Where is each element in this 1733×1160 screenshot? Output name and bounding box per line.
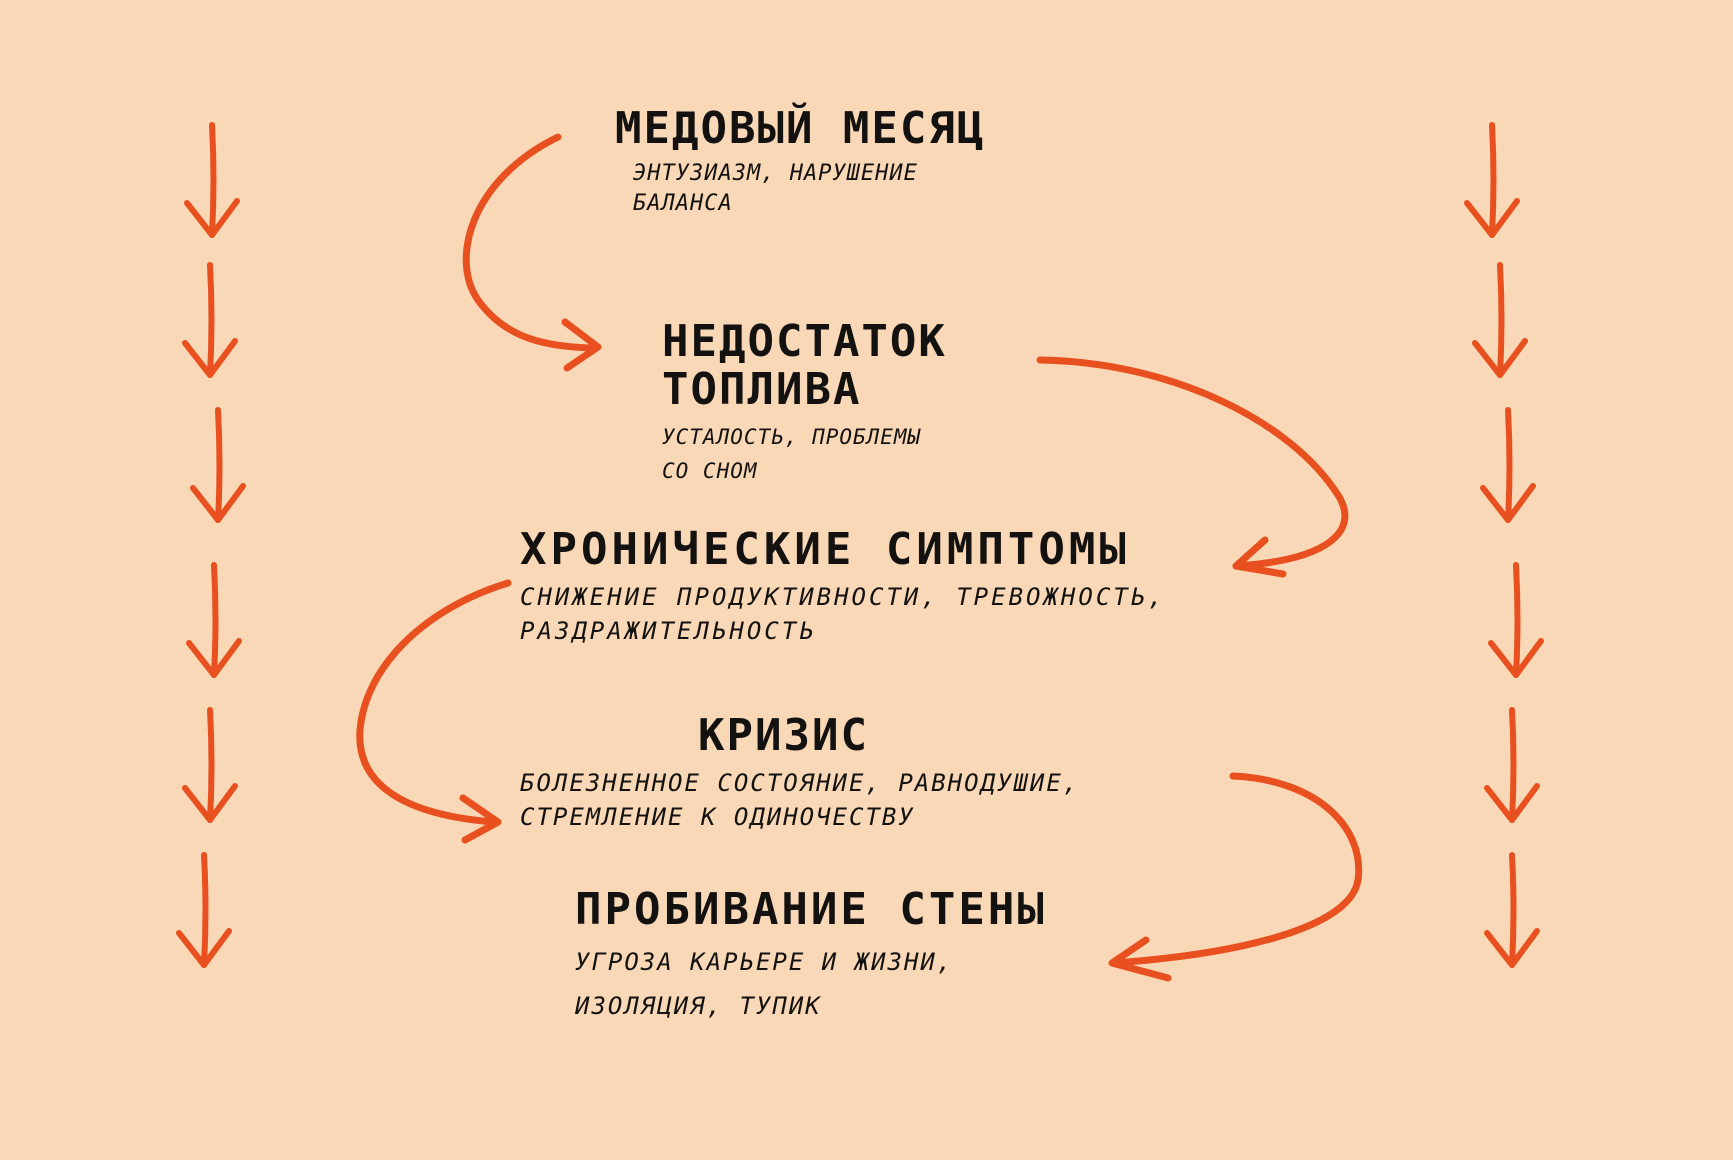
stage-hitting-the-wall: ПРОБИВАНИЕ СТЕНЫ УГРОЗА КАРЬЕРЕ И ЖИЗНИ,… (575, 886, 1047, 1028)
down-arrow-icon (190, 407, 246, 523)
down-arrow-icon (1472, 262, 1528, 378)
down-arrow-icon (182, 707, 238, 823)
stage-title: ХРОНИЧЕСКИЕ СИМПТОМЫ (520, 524, 1130, 575)
down-arrow-icon (182, 262, 238, 378)
curved-arrow-icon (462, 133, 602, 372)
stage-honeymoon: МЕДОВЫЙ МЕСЯЦ ЭНТУЗИАЗМ, НАРУШЕНИЕ БАЛАН… (615, 105, 985, 219)
stage-description: УГРОЗА КАРЬЕРЕ И ЖИЗНИ, ИЗОЛЯЦИЯ, ТУПИК (575, 948, 954, 1020)
side-arrow-column-right (1464, 122, 1544, 968)
stage-crisis: КРИЗИС БОЛЕЗНЕННОЕ СОСТОЯНИЕ, РАВНОДУШИЕ… (520, 712, 1079, 834)
down-arrow-icon (186, 562, 242, 678)
side-arrow-column-left (176, 122, 246, 968)
stage-chronic-symptoms: ХРОНИЧЕСКИЕ СИМПТОМЫ СНИЖЕНИЕ ПРОДУКТИВН… (520, 526, 1166, 648)
down-arrow-icon (1464, 122, 1520, 238)
stage-description: ЭНТУЗИАЗМ, НАРУШЕНИЕ БАЛАНСА (633, 161, 918, 216)
curved-arrow-icon (1108, 772, 1363, 982)
down-arrow-icon (176, 852, 232, 968)
curved-arrow-icon (1036, 356, 1349, 578)
stage-title: ПРОБИВАНИЕ СТЕНЫ (575, 884, 1047, 935)
stage-description: СНИЖЕНИЕ ПРОДУКТИВНОСТИ, ТРЕВОЖНОСТЬ, РА… (520, 583, 1166, 645)
down-arrow-icon (184, 122, 240, 238)
down-arrow-icon (1488, 562, 1544, 678)
stage-title: НЕДОСТАТОК ТОПЛИВА (662, 316, 947, 415)
stage-description: УСТАЛОСТЬ, ПРОБЛЕМЫ СО СНОМ (662, 425, 922, 483)
down-arrow-icon (1480, 407, 1536, 523)
stage-description: БОЛЕЗНЕННОЕ СОСТОЯНИЕ, РАВНОДУШИЕ, СТРЕМ… (520, 769, 1080, 831)
stage-fuel-shortage: НЕДОСТАТОК ТОПЛИВА УСТАЛОСТЬ, ПРОБЛЕМЫ С… (662, 318, 947, 488)
stage-title: КРИЗИС (698, 710, 869, 761)
curved-arrow-icon (356, 579, 512, 844)
down-arrow-icon (1484, 852, 1540, 968)
stage-title: МЕДОВЫЙ МЕСЯЦ (615, 103, 986, 154)
flow-arrows (356, 133, 1363, 982)
down-arrow-icon (1484, 707, 1540, 823)
